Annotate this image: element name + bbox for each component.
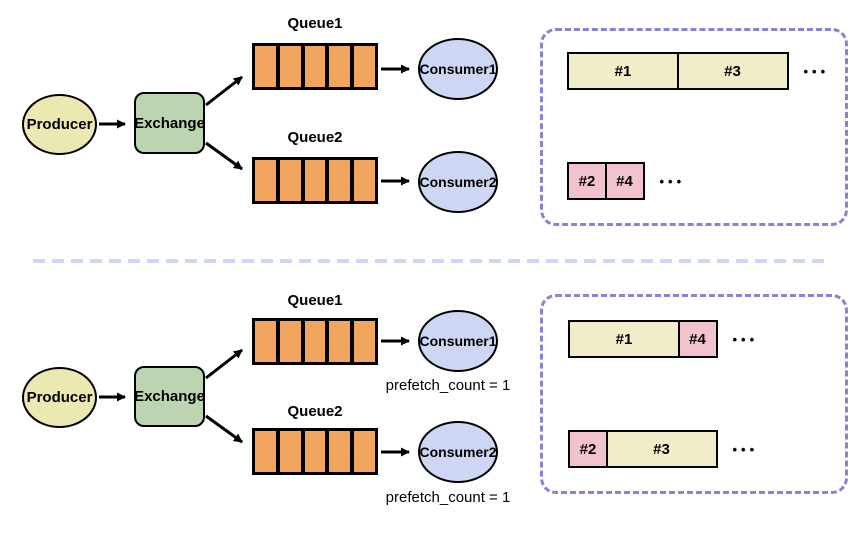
consumer2-node-bottom: Consumer2 (418, 421, 498, 483)
queue1-node-bottom (252, 318, 378, 365)
queue1-label-top: Queue1 (287, 15, 343, 32)
producer-node-top: Producer (22, 94, 97, 155)
consumer1-node-top: Consumer1 (418, 38, 498, 100)
arrow-bottom-exchange-queue2 (205, 414, 243, 444)
prefetch-note-consumer1: prefetch_count = 1 (385, 377, 511, 394)
message-box: #4 (677, 320, 718, 358)
arrow-top-exchange-queue2 (205, 141, 243, 171)
queue2-node-top (252, 157, 378, 204)
delivery-row-bottom-consumer2: #2 #3 ••• (568, 430, 758, 468)
message-box: #3 (605, 430, 718, 468)
delivery-row-top-consumer1: #1 #3 ••• (567, 52, 829, 90)
producer-node-bottom: Producer (22, 367, 97, 428)
consumer1-node-bottom: Consumer1 (418, 310, 498, 372)
queue2-node-bottom (252, 428, 378, 475)
queue2-label-bottom: Queue2 (287, 403, 343, 420)
ellipsis: ••• (803, 63, 830, 79)
delivery-row-top-consumer2: #2 #4 ••• (567, 162, 685, 200)
queue1-label-bottom: Queue1 (287, 292, 343, 309)
message-box: #2 (567, 162, 607, 200)
message-box: #4 (604, 162, 645, 200)
exchange-node-top: Exchange (134, 92, 205, 154)
ellipsis: ••• (659, 173, 686, 189)
arrow-top-exchange-queue1 (205, 75, 243, 107)
prefetch-note-consumer2: prefetch_count = 1 (385, 489, 511, 506)
exchange-node-bottom: Exchange (134, 366, 205, 427)
message-box: #1 (567, 52, 679, 90)
delivery-row-bottom-consumer1: #1 #4 ••• (568, 320, 758, 358)
message-box: #1 (568, 320, 680, 358)
ellipsis: ••• (732, 331, 759, 347)
arrow-bottom-exchange-queue1 (205, 348, 243, 380)
queue2-label-top: Queue2 (287, 129, 343, 146)
message-box: #3 (676, 52, 789, 90)
message-box: #2 (568, 430, 608, 468)
ellipsis: ••• (732, 441, 759, 457)
queue1-node-top (252, 43, 378, 90)
consumer2-node-top: Consumer2 (418, 151, 498, 213)
